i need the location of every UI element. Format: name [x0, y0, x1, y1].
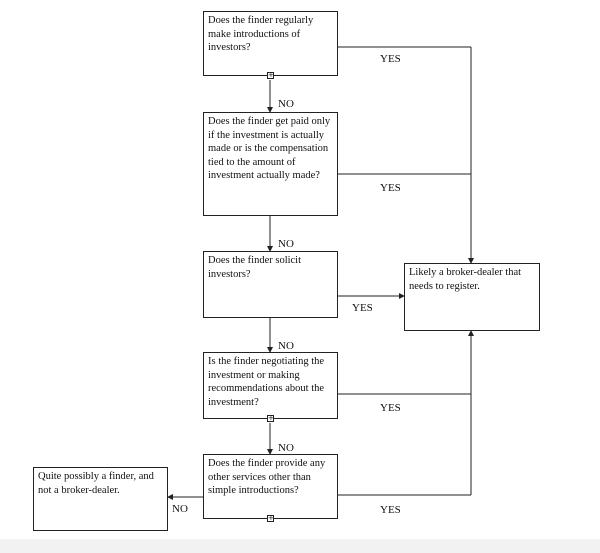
question-box-paid-on-investment: Does the finder get paid only if the inv…: [203, 112, 338, 216]
question-box-solicit-investors: Does the finder solicit investors?: [203, 251, 338, 318]
yes-label: YES: [352, 302, 373, 314]
no-label: NO: [172, 503, 188, 515]
no-label: NO: [278, 340, 294, 352]
expand-icon[interactable]: +: [267, 71, 274, 79]
outcome-text: Quite possibly a finder, and not a broke…: [38, 471, 154, 496]
question-text: Does the finder get paid only if the inv…: [208, 116, 331, 181]
yes-label: YES: [380, 182, 401, 194]
question-box-negotiating: Is the finder negotiating the investment…: [203, 352, 338, 419]
no-label: NO: [278, 238, 294, 250]
question-text: Is the finder negotiating the investment…: [208, 356, 325, 408]
yes-label: YES: [380, 53, 401, 65]
expand-icon[interactable]: +: [267, 414, 274, 422]
yes-label: YES: [380, 402, 401, 414]
no-label: NO: [278, 98, 294, 110]
yes-label: YES: [380, 504, 401, 516]
outcome-box-broker-dealer: Likely a broker-dealer that needs to reg…: [404, 263, 540, 331]
question-text: Does the finder provide any other servic…: [208, 458, 326, 496]
outcome-box-finder: Quite possibly a finder, and not a broke…: [33, 467, 168, 531]
question-box-regular-introductions: Does the finder regularly make introduct…: [203, 11, 338, 76]
question-box-other-services: Does the finder provide any other servic…: [203, 454, 338, 519]
outcome-text: Likely a broker-dealer that needs to reg…: [409, 267, 522, 292]
question-text: Does the finder solicit investors?: [208, 255, 302, 280]
expand-icon[interactable]: +: [267, 514, 274, 522]
no-label: NO: [278, 442, 294, 454]
page-bottom-strip: [0, 539, 600, 553]
question-text: Does the finder regularly make introduct…: [208, 15, 314, 53]
